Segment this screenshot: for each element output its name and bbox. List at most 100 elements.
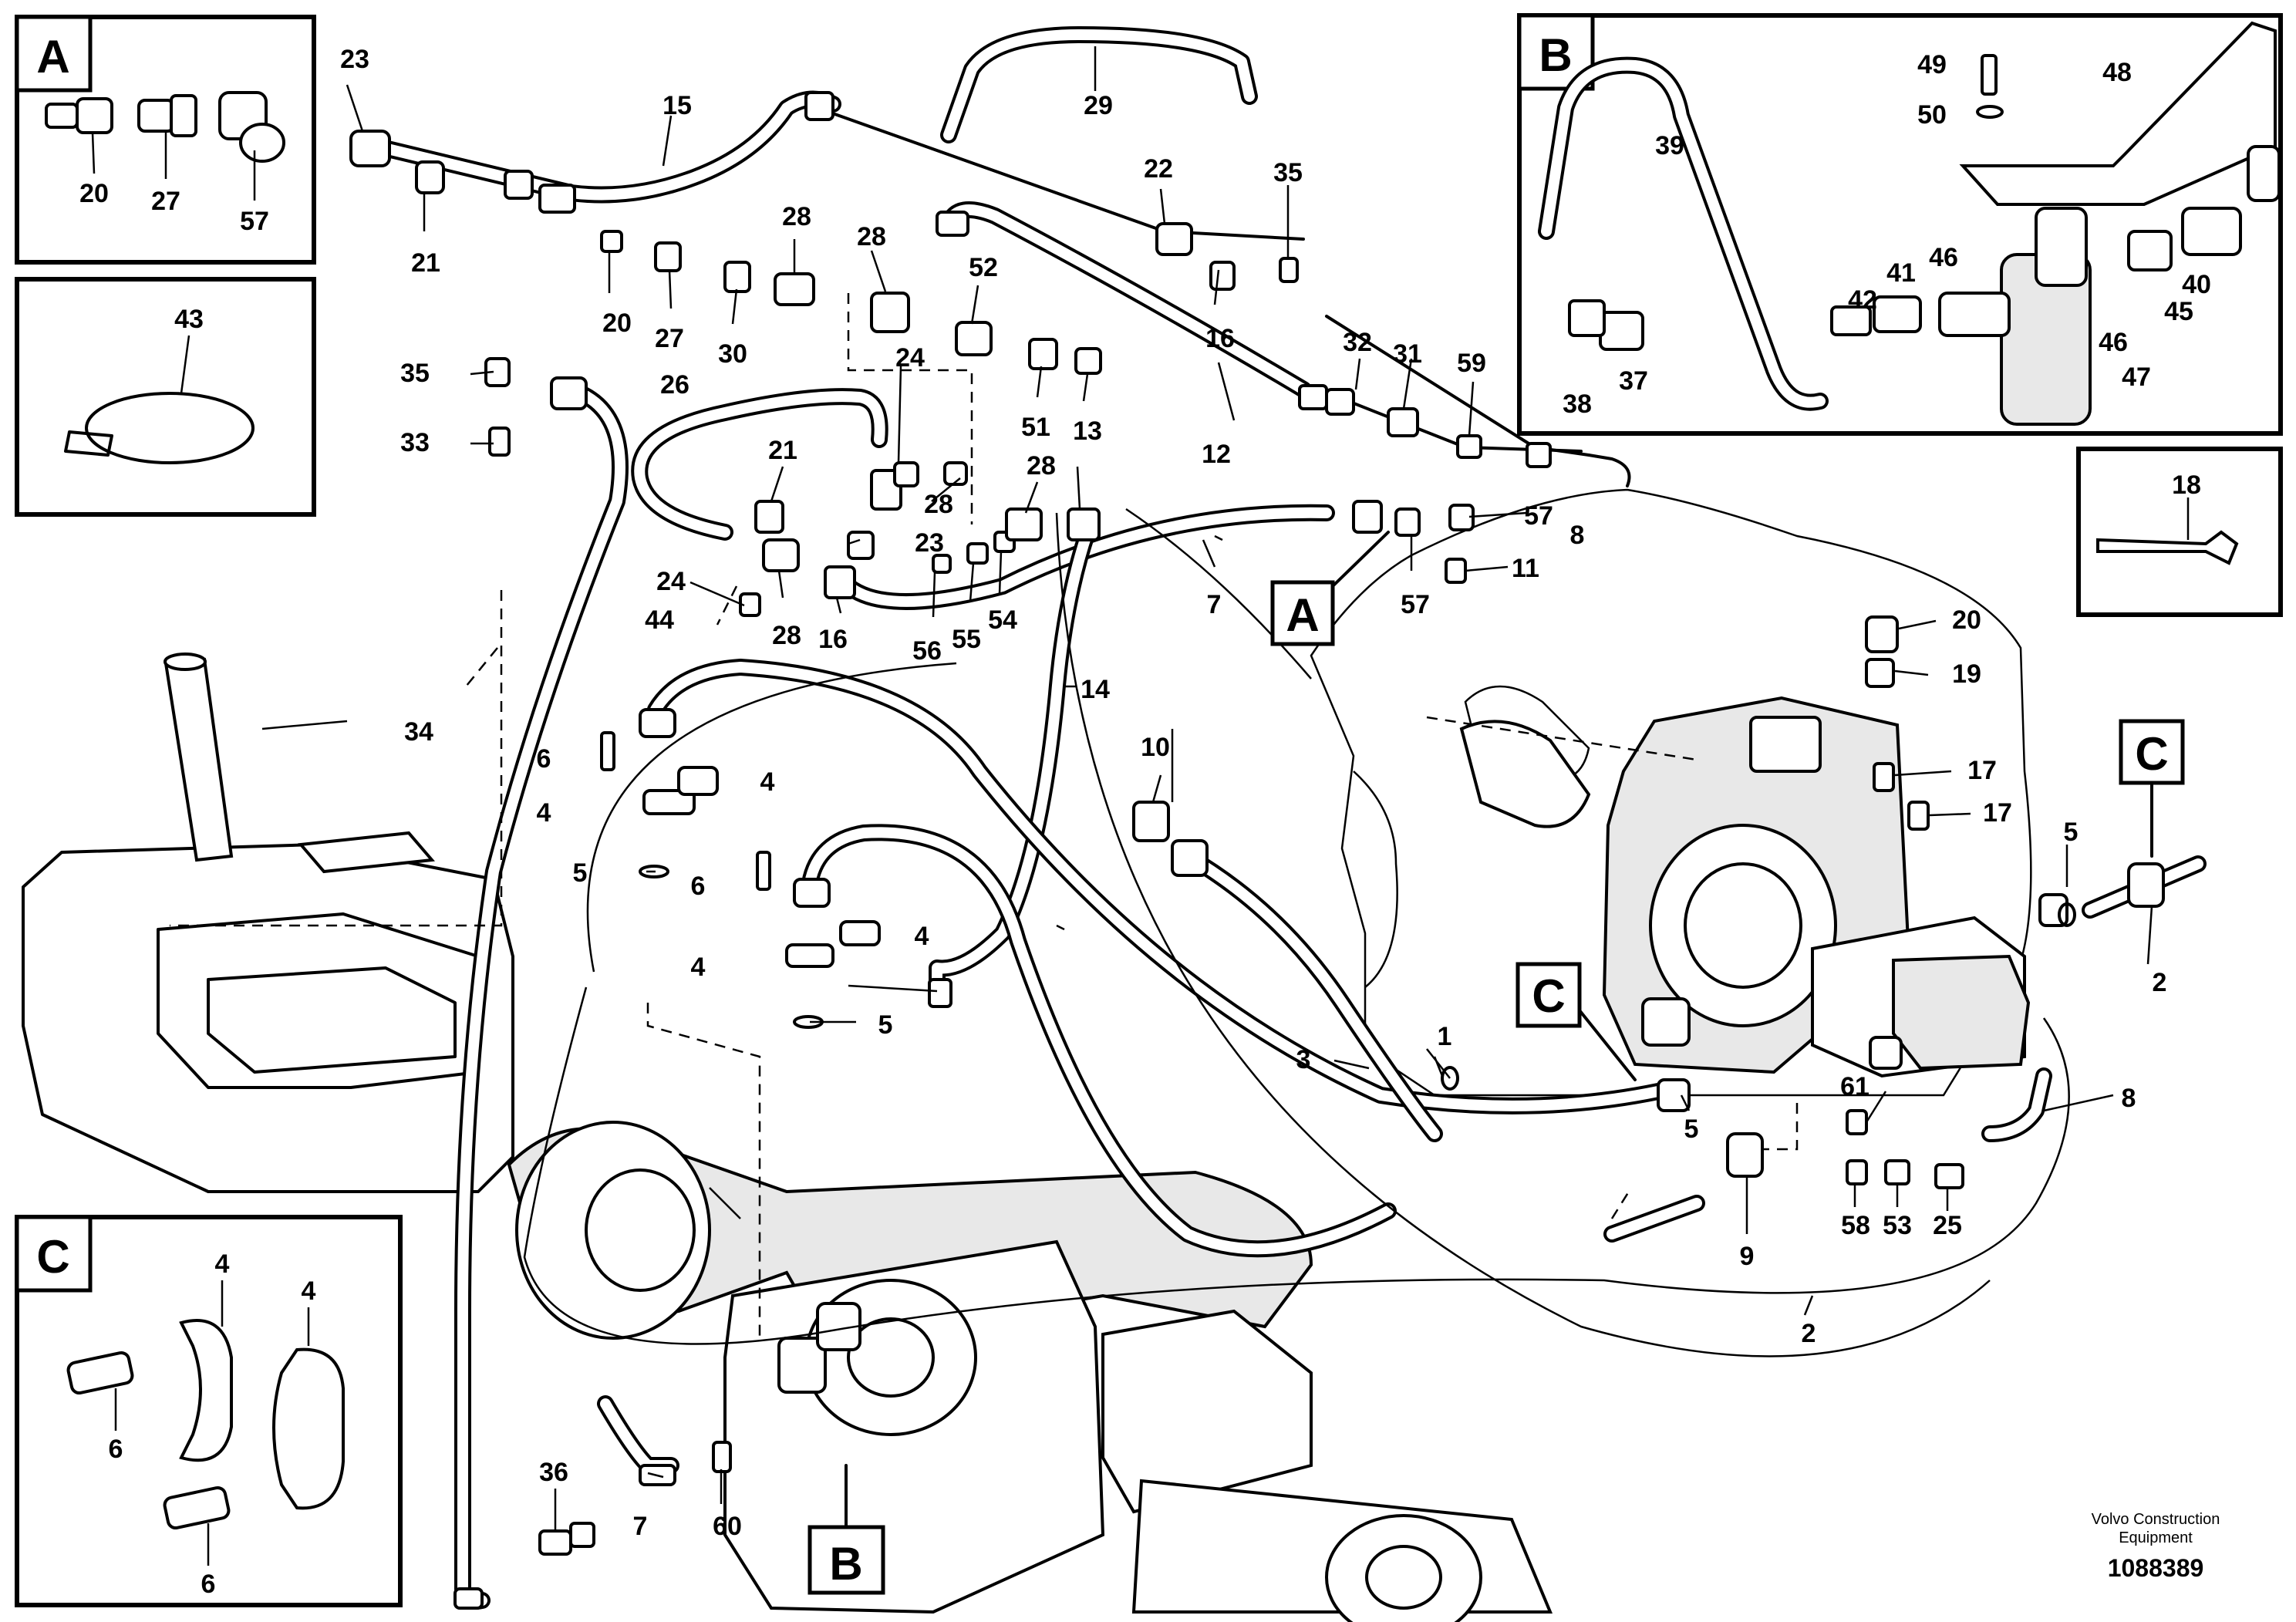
callout-5: 5 (878, 1010, 893, 1040)
callout-59: 59 (1457, 349, 1486, 378)
detail-box-c: C (15, 1215, 403, 1607)
callout-32: 32 (1343, 328, 1372, 357)
callout-2: 2 (1802, 1319, 1816, 1348)
callout-6: 6 (109, 1435, 123, 1464)
callout-38: 38 (1563, 389, 1592, 419)
callout-16: 16 (1205, 324, 1235, 353)
callout-47: 47 (2122, 363, 2151, 392)
callout-37: 37 (1619, 366, 1648, 396)
callout-60: 60 (713, 1512, 742, 1541)
callout-1: 1 (1438, 1022, 1452, 1051)
callout-31: 31 (1393, 339, 1422, 369)
callout-17: 17 (1983, 798, 2012, 828)
company-line-1: Volvo Construction (2092, 1511, 2220, 1528)
callout-43: 43 (174, 305, 204, 334)
callout-30: 30 (718, 339, 747, 369)
callout-52: 52 (969, 253, 998, 282)
callout-6: 6 (537, 744, 551, 774)
callout-6: 6 (691, 872, 706, 901)
callout-26: 26 (660, 370, 689, 400)
svg-text:B: B (829, 1538, 862, 1590)
callout-42: 42 (1848, 285, 1877, 315)
engine-outline (1310, 488, 2032, 1097)
callout-7: 7 (633, 1512, 648, 1541)
ref-marker-c1: C (1515, 962, 1637, 1081)
callout-24: 24 (656, 567, 686, 596)
detail-box-b: B (1517, 13, 2283, 436)
callout-7: 7 (1207, 590, 1222, 619)
callout-35: 35 (1273, 158, 1303, 187)
callout-41: 41 (1886, 258, 1916, 288)
callout-58: 58 (1841, 1211, 1870, 1240)
callout-35: 35 (400, 359, 430, 388)
callout-46: 46 (1929, 243, 1958, 272)
axle-assembly (507, 1121, 1553, 1622)
section-label-b: B (1539, 29, 1572, 81)
callout-14: 14 (1081, 675, 1110, 704)
callout-23: 23 (340, 45, 369, 74)
svg-text:C: C (2135, 728, 2168, 780)
callout-34: 34 (404, 717, 433, 747)
callout-23: 23 (915, 528, 944, 558)
callout-20: 20 (1952, 605, 1981, 635)
section-label-c: C (36, 1231, 69, 1283)
callout-2: 2 (2153, 968, 2167, 997)
callout-33: 33 (400, 428, 430, 457)
callout-13: 13 (1073, 416, 1102, 446)
callout-17: 17 (1967, 756, 1997, 785)
callout-3: 3 (1296, 1045, 1311, 1074)
callout-57: 57 (240, 207, 269, 236)
hydraulic-tank (22, 653, 514, 1193)
callout-28: 28 (1027, 451, 1056, 481)
callout-28: 28 (924, 490, 953, 519)
svg-text:C: C (1532, 970, 1565, 1022)
drawing-number: 1088389 (2108, 1554, 2204, 1582)
part-number-callouts: 20 27 57 43 4 4 6 6 39 49 50 48 40 45 46… (79, 45, 2211, 1599)
callout-16: 16 (818, 625, 848, 654)
ref-marker-c2: C (2119, 719, 2185, 858)
detail-box-clip (2076, 447, 2283, 617)
detail-box-tie (15, 277, 316, 517)
callout-4: 4 (215, 1249, 230, 1279)
callout-12: 12 (1202, 440, 1231, 469)
footer-credit: Volvo Construction Equipment 1088389 (2092, 1511, 2220, 1582)
callout-4: 4 (915, 922, 929, 951)
callout-51: 51 (1021, 413, 1050, 442)
callout-49: 49 (1917, 50, 1947, 79)
callout-39: 39 (1655, 131, 1684, 160)
callout-29: 29 (1084, 91, 1113, 120)
ref-marker-b: B (807, 1464, 885, 1595)
callout-53: 53 (1883, 1211, 1912, 1240)
callout-28: 28 (782, 202, 811, 231)
callout-9: 9 (1740, 1242, 1755, 1271)
fittings (349, 91, 2165, 1610)
callout-20: 20 (602, 309, 632, 338)
callout-48: 48 (2102, 58, 2132, 87)
callout-28: 28 (857, 222, 886, 251)
callout-21: 21 (768, 436, 797, 465)
callout-44: 44 (645, 605, 674, 635)
callout-61: 61 (1840, 1072, 1870, 1101)
callout-4: 4 (691, 953, 706, 982)
callout-25: 25 (1933, 1211, 1962, 1240)
callout-5: 5 (2064, 818, 2079, 847)
callout-27: 27 (655, 324, 684, 353)
callout-24: 24 (895, 343, 925, 373)
callout-4: 4 (760, 767, 775, 797)
section-label-a: A (36, 31, 69, 83)
company-line-2: Equipment (2119, 1529, 2193, 1546)
callout-18: 18 (2172, 470, 2201, 500)
callout-6: 6 (201, 1570, 216, 1599)
dashed-leaders (170, 293, 1799, 1342)
callout-46: 46 (2099, 328, 2128, 357)
callout-20: 20 (79, 179, 109, 208)
callout-56: 56 (912, 636, 942, 666)
ref-marker-a: A (1270, 531, 1390, 646)
callout-55: 55 (952, 625, 981, 654)
callout-57: 57 (1401, 590, 1430, 619)
callout-15: 15 (663, 91, 692, 120)
callout-5: 5 (573, 858, 588, 888)
callout-leaders (261, 46, 2153, 1531)
callout-36: 36 (539, 1458, 568, 1487)
